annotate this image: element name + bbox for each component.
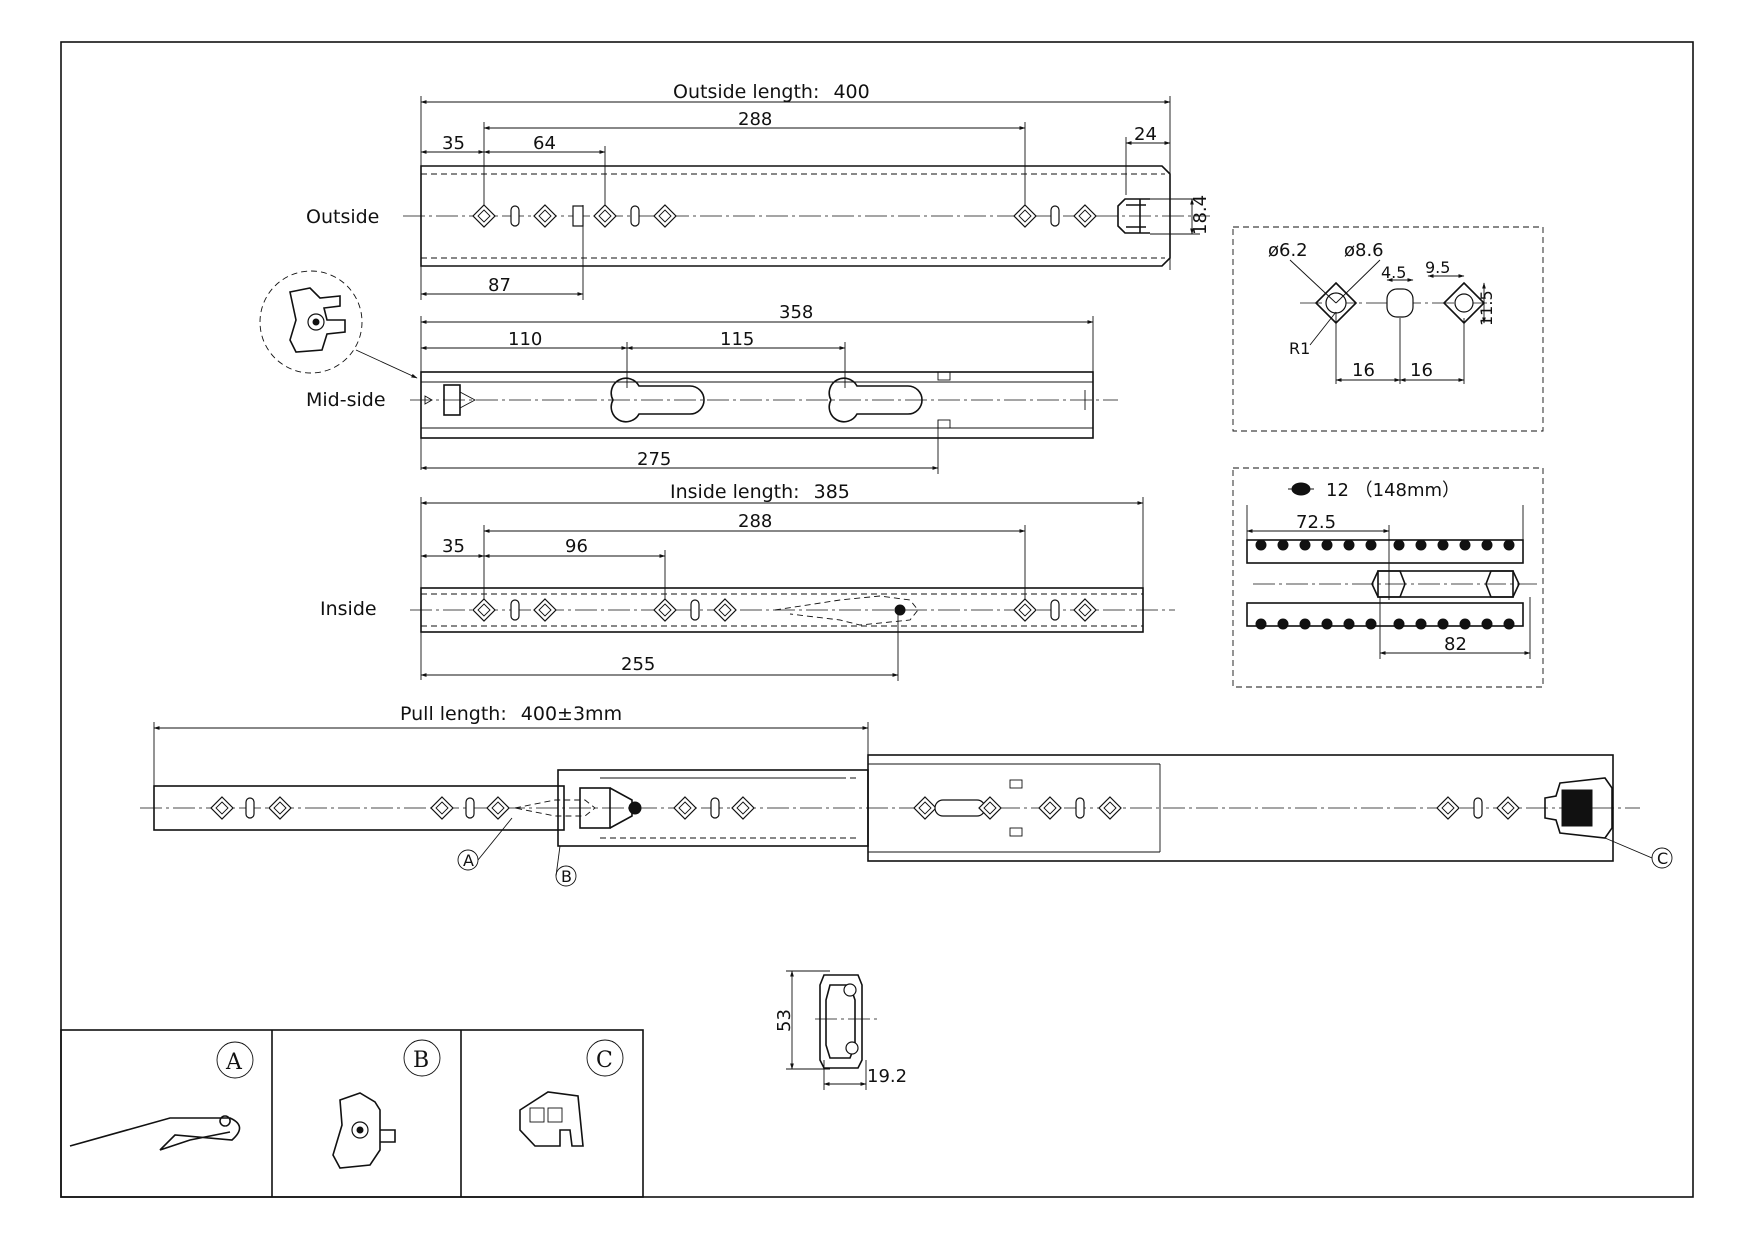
pull-inner-member: [153, 785, 565, 831]
inside-length-label: Inside length: 385: [670, 481, 850, 503]
part-a-pin: [69, 1115, 241, 1151]
mid-rail: [420, 371, 1094, 439]
mid-side-label: Mid-side: [306, 389, 386, 411]
inside-dim-35: 35: [442, 536, 465, 557]
inside-label: Inside: [320, 598, 377, 620]
part-b-label: B: [413, 1048, 429, 1073]
hole-dim-d6-2: ø6.2: [1268, 240, 1308, 261]
inside-dim-96: 96: [565, 536, 588, 557]
outside-view: Outside Outside length: 400 288 35 64 24…: [306, 81, 1211, 300]
outside-length-caption: Outside length:: [673, 81, 819, 103]
outside-dim-24: 24: [1134, 124, 1157, 145]
pull-length-value: 400±3mm: [521, 703, 622, 725]
mid-dim-110: 110: [508, 329, 542, 350]
outside-rail: [420, 165, 1171, 267]
outside-length-label: Outside length: 400: [673, 81, 870, 103]
section-dim-53: 53: [774, 1009, 795, 1032]
pull-balls-top: [600, 763, 1150, 853]
cross-section: 53 19.2: [774, 970, 907, 1090]
hole-dim-16b: 16: [1410, 360, 1433, 381]
part-c-stopper: [519, 1091, 584, 1147]
pull-callout-b: B: [561, 867, 572, 886]
ball-row-top: [1255, 539, 1515, 551]
ball-dim-82: 82: [1444, 634, 1467, 655]
outside-dim-18-4: 18.4: [1190, 195, 1211, 235]
parts-table: A B C: [60, 1029, 644, 1198]
outside-dim-64: 64: [533, 133, 556, 154]
section-dim-19-2: 19.2: [867, 1066, 907, 1087]
part-c-label: C: [596, 1048, 613, 1073]
pull-end-clip: [1544, 777, 1613, 839]
mid-dim-358: 358: [779, 302, 813, 323]
mid-dim-115: 115: [720, 329, 754, 350]
hole-dim-11-5: 11.5: [1477, 290, 1496, 326]
inside-dim-288: 288: [738, 511, 772, 532]
outside-label: Outside: [306, 206, 379, 228]
inside-length-value: 385: [814, 481, 850, 503]
hole-dim-4-5: 4.5: [1381, 263, 1406, 282]
outside-length-value: 400: [833, 81, 869, 103]
sheet-border: [60, 41, 1694, 1198]
ball-count-label: 12 （148mm）: [1326, 480, 1460, 501]
hole-dim-9-5: 9.5: [1425, 258, 1450, 277]
outside-dim-87: 87: [488, 275, 511, 296]
inside-length-caption: Inside length:: [670, 481, 800, 503]
clip-detail-bubble: [259, 270, 418, 379]
mid-side-view: Mid-side 358 110 115 275: [306, 302, 1118, 474]
ball-row-bottom: [1255, 618, 1515, 630]
pull-length-caption: Pull length:: [400, 703, 507, 725]
hole-detail-box: ø6.2 ø8.6 4.5 9.5 11.5 R1 16 16: [1232, 226, 1544, 432]
inside-view: Inside Inside length: 385 288 35 96 255: [320, 481, 1175, 681]
outside-end-clip: [1117, 198, 1150, 234]
pull-view: Pull length: 400±3mm: [140, 703, 1673, 887]
mid-dim-275: 275: [637, 449, 671, 470]
inside-dim-255: 255: [621, 654, 655, 675]
pull-callout-c: C: [1657, 849, 1668, 868]
pull-length-label: Pull length: 400±3mm: [400, 703, 622, 725]
hole-dim-d8-6: ø8.6: [1344, 240, 1384, 261]
ball-dim-72-5: 72.5: [1296, 512, 1336, 533]
pull-outer-member: [867, 754, 1614, 862]
outside-dim-288: 288: [738, 109, 772, 130]
part-a-label: A: [225, 1050, 243, 1075]
hole-dim-r1: R1: [1289, 339, 1310, 358]
pull-callout-a: A: [463, 851, 474, 870]
ball-detail-box: 12 （148mm） 72.5 82: [1232, 467, 1544, 688]
outside-dim-35: 35: [442, 133, 465, 154]
part-b-clip: [332, 1092, 396, 1169]
hole-dim-16a: 16: [1352, 360, 1375, 381]
